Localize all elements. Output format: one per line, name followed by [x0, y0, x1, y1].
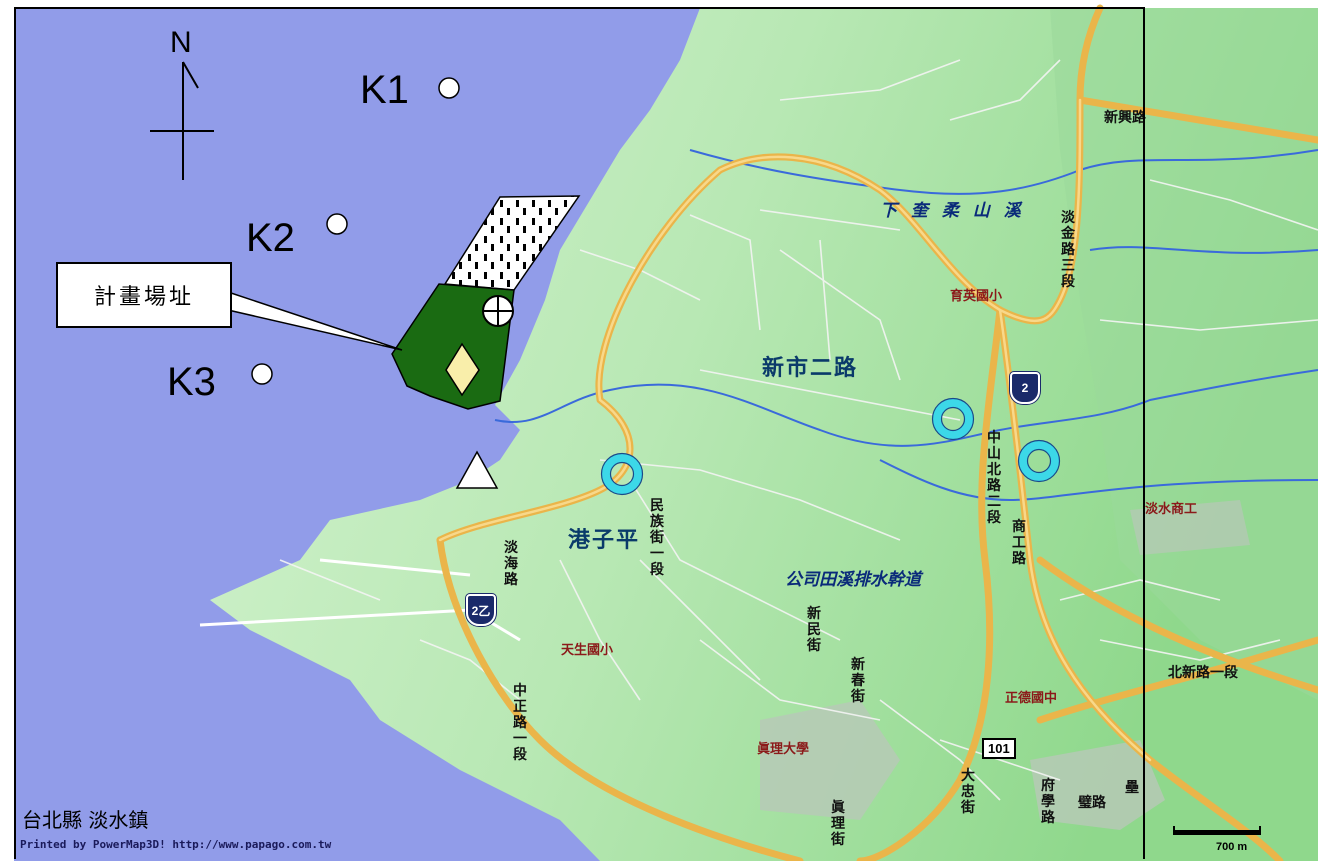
urban-area — [760, 700, 900, 820]
ring-marker-gangziping-inner — [609, 461, 635, 487]
river-lines — [494, 149, 1318, 502]
inland-tint — [1050, 8, 1318, 700]
urban-area — [1130, 500, 1250, 555]
river-xiakuirou: 下 奎 柔 山 溪 — [880, 201, 1025, 221]
crosshair-circle-icon — [482, 295, 514, 327]
north-arrow-icon — [150, 61, 214, 180]
station-k1-label: K1 — [360, 68, 409, 112]
road-dazhong: 大忠街 — [961, 768, 975, 817]
station-k3-label: K3 — [167, 360, 216, 404]
ring-marker-danjin-outline — [1017, 439, 1061, 483]
station-k1-marker[interactable] — [438, 77, 460, 99]
urban-area — [1030, 740, 1165, 830]
school-aletheia: 眞理大學 — [757, 742, 810, 757]
road-fuxue: 府學路 — [1041, 778, 1055, 827]
road-danjin-3: 淡金路三段 — [1061, 210, 1075, 291]
triangle-marker-icon — [455, 450, 499, 489]
school-tiansheng: 天生國小 — [561, 643, 614, 658]
route-2-shield-icon: 2 — [1010, 372, 1040, 404]
river-gongsitian: 公司田溪排水幹道 — [785, 570, 921, 590]
road-beixin-1: 北新路一段 — [1168, 665, 1238, 681]
north-label: N — [170, 26, 192, 59]
scale-bar — [1174, 830, 1260, 835]
ring-marker-gangziping-outline — [600, 452, 644, 496]
land — [210, 8, 1318, 861]
station-k3-marker[interactable] — [251, 363, 273, 385]
road-danhai: 淡海路 — [504, 540, 518, 589]
route-101-shield-icon: 101 — [982, 738, 1016, 759]
road-xinmin: 新民街 — [807, 606, 821, 655]
footer-region-title: 台北縣 淡水鎮 — [22, 808, 149, 832]
place-gangziping: 港子平 — [568, 528, 641, 553]
road-bilu: 璧路 — [1078, 795, 1106, 811]
school-yuying: 育英國小 — [950, 289, 1003, 304]
road-zhongshan-north-2: 中山北路二段 — [987, 430, 1001, 527]
footer-printed-by: Printed by PowerMap3D! http://www.papago… — [20, 838, 332, 851]
ring-marker-danjin[interactable] — [1018, 440, 1060, 482]
place-xinshi-2nd-road: 新市二路 — [762, 356, 859, 381]
road-xinchun: 新春街 — [851, 657, 865, 706]
project-site-callout: 計畫場址 — [56, 262, 232, 328]
ring-marker-gangziping[interactable] — [601, 453, 643, 495]
school-zhengde: 正德國中 — [1005, 691, 1058, 706]
route-2z-shield-icon: 2乙 — [466, 594, 496, 626]
diamond-icon — [445, 342, 480, 397]
ring-marker-xinshi-inner — [940, 406, 966, 432]
station-k2-label: K2 — [246, 216, 295, 260]
minor-roads — [279, 59, 1318, 801]
road-zhenli: 眞理街 — [831, 800, 845, 849]
road-xinxing: 新興路 — [1104, 110, 1146, 126]
station-k2-marker[interactable] — [326, 213, 348, 235]
ring-marker-xinshi[interactable] — [932, 398, 974, 440]
ring-marker-xinshi-outline — [931, 397, 975, 441]
road-bilu-2: 壘 — [1125, 780, 1139, 796]
road-zhongzheng-1: 中正路一段 — [513, 683, 527, 764]
scale-bar-label: 700 m — [1216, 841, 1248, 853]
ring-marker-danjin-inner — [1026, 448, 1052, 474]
road-minzu-1: 民族街一段 — [650, 498, 664, 579]
school-tamsui-commercial: 淡水商工 — [1145, 502, 1198, 517]
road-shanggong: 商工路 — [1012, 519, 1026, 568]
